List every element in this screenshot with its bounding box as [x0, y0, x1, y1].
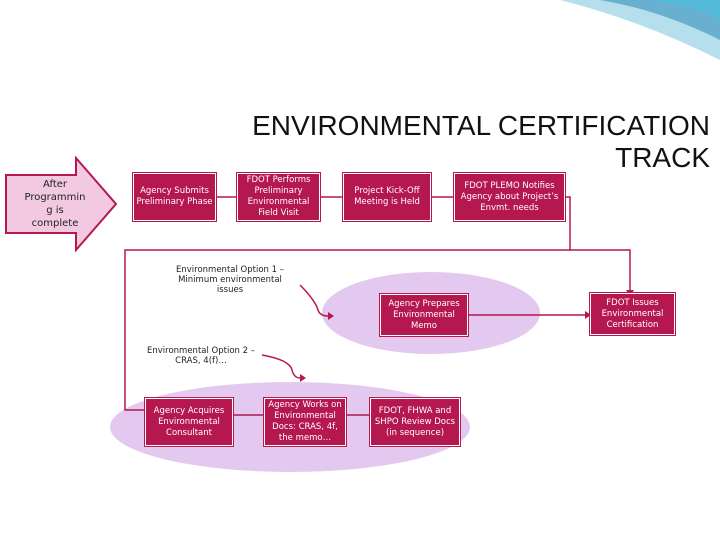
title-line-2: TRACK: [615, 142, 710, 173]
environmental-certification-box: FDOT Issues Environmental Certification: [590, 293, 675, 335]
option1-label: Environmental Option 1 – Minimum environ…: [176, 265, 284, 295]
agency-acquires-consultant-box: Agency Acquires Environmental Consultant: [145, 398, 233, 446]
fdot-field-visit-box: FDOT Performs Preliminary Environmental …: [237, 173, 320, 221]
plemo-notifies-box: FDOT PLEMO Notifies Agency about Project…: [454, 173, 565, 221]
start-arrow-line-2: Programmin: [24, 192, 86, 203]
page-title: ENVIRONMENTAL CERTIFICATION TRACK: [200, 110, 710, 174]
start-arrow-line-3: g is: [46, 205, 64, 216]
environmental-memo-box: Agency Prepares Environmental Memo: [380, 294, 468, 336]
start-arrow-line-1: After: [42, 179, 67, 190]
start-arrow-line-4: complete: [31, 218, 79, 229]
agency-submits-box: Agency Submits Preliminary Phase: [133, 173, 216, 221]
agency-works-docs-box: Agency Works on Environmental Docs: CRAS…: [264, 398, 346, 446]
fdot-fhwa-shpo-review-box: FDOT, FHWA and SHPO Review Docs (in sequ…: [370, 398, 460, 446]
option2-label: Environmental Option 2 – CRAS, 4(f)…: [147, 346, 255, 366]
start-arrow-label: After Programmin g is complete: [20, 178, 90, 230]
kickoff-meeting-box: Project Kick-Off Meeting is Held: [343, 173, 431, 221]
title-line-1: ENVIRONMENTAL CERTIFICATION: [252, 110, 710, 141]
